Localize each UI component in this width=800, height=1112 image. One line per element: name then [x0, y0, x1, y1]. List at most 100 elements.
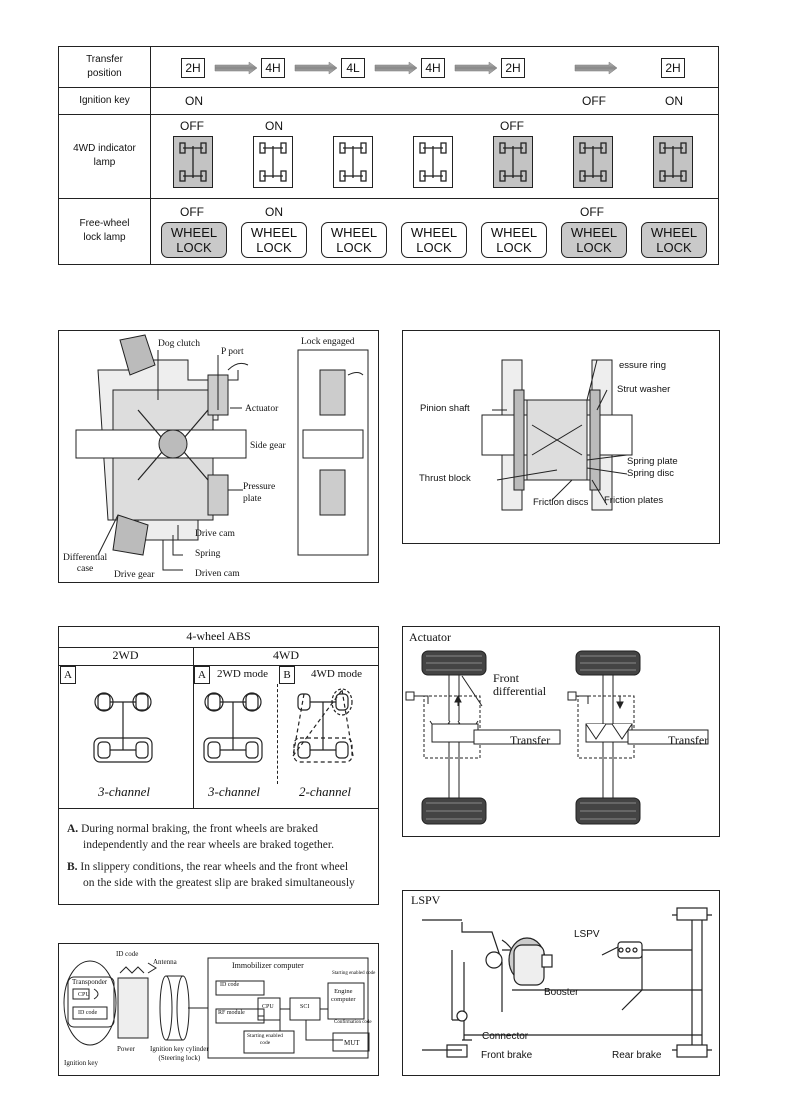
label-ignition-key: Ignition key: [64, 1059, 99, 1067]
abs-notes-divider: [59, 808, 378, 809]
lsd-diagram: [402, 330, 720, 544]
label-cpu-t: CPU: [78, 992, 90, 998]
position-box: 4L: [341, 58, 365, 78]
abs-header-row: [59, 647, 378, 666]
dog-clutch-drawing: [75, 334, 369, 571]
arrow-right-icon: [574, 61, 618, 75]
ignition-state: ON: [185, 94, 203, 108]
label-key-cylinder: Ignition key cylinder(Steering lock): [150, 1045, 209, 1062]
arrow-right-icon: [214, 61, 258, 75]
label-thrust-block: Thrust block: [419, 473, 471, 484]
label-transfer-left: Transfer: [510, 733, 551, 747]
label-connector: Connector: [482, 1031, 529, 1042]
label-booster: Booster: [544, 987, 579, 998]
arrow-right-icon: [294, 61, 338, 75]
note-line: During normal braking, the front wheels …: [81, 823, 319, 835]
immobilizer-drawing: [63, 957, 370, 1059]
label-cpu-c: CPU: [262, 1004, 274, 1010]
label-dog-clutch: Dog clutch: [158, 339, 200, 349]
label-confirm-code: Confirmation code: [334, 1020, 372, 1025]
label-sci: SCI: [300, 1004, 310, 1010]
abs-note-a: A. During normal braking, the front whee…: [67, 821, 372, 853]
abs-panel-b-box: B: [279, 666, 295, 684]
abs-mode-2wd: 2WD mode: [217, 668, 269, 680]
label-lspv: LSPV: [574, 929, 600, 940]
abs-diagram: [58, 626, 379, 905]
label-friction-discs: Friction discs: [533, 497, 589, 508]
label-front-brake: Front brake: [481, 1050, 533, 1061]
label-spring-plate: Spring plate: [627, 456, 678, 467]
label-actuator-fd: Actuator: [409, 630, 451, 644]
position-box: 2H: [661, 58, 685, 78]
col-divider: [150, 47, 151, 264]
lamp-chassis-glyphs: [179, 142, 687, 182]
label: Transfer position: [86, 54, 123, 79]
abs-col-divider: [193, 647, 194, 808]
note-key: B.: [67, 861, 78, 873]
label-immob-computer: Immobilizer computer: [232, 961, 304, 970]
label-id-code-t: ID code: [78, 1010, 98, 1016]
label: 4WD indicator lamp: [73, 143, 136, 168]
ignition-state: ON: [665, 94, 683, 108]
lspv-diagram: [402, 890, 720, 1076]
freewheel-state: OFF: [580, 205, 604, 219]
label-start-code: Starting enabled code: [332, 971, 376, 976]
row-label-transfer: Transfer position: [59, 47, 150, 87]
shift-arrows: [214, 61, 618, 75]
abs-panel-a-box: A: [194, 666, 210, 684]
label-lock-engaged: Lock engaged: [301, 337, 355, 347]
dog-clutch-diagram: [58, 330, 379, 583]
row-label-ignition: Ignition key: [59, 87, 150, 114]
row-label-indicator: 4WD indicator lamp: [59, 114, 150, 198]
label-side-gear: Side gear: [250, 441, 286, 451]
arrow-right-icon: [374, 61, 418, 75]
label: Ignition key: [79, 94, 130, 106]
note-line: on the side with the greatest slip are b…: [83, 877, 355, 889]
indicator-state: OFF: [180, 119, 204, 133]
position-box: 2H: [181, 58, 205, 78]
label-friction-plates: Friction plates: [604, 495, 664, 506]
label: Free-wheel lock lamp: [79, 218, 130, 243]
front-diff-diagram: [402, 626, 720, 837]
position-box: 2H: [501, 58, 525, 78]
label-p-port: P port: [221, 347, 244, 357]
abs-chassis-drawings: [93, 688, 354, 763]
transfer-table: Transfer position Ignition key 4WD indic…: [58, 46, 719, 265]
row-divider: [59, 87, 718, 88]
label-drive-cam: Drive cam: [195, 529, 235, 539]
abs-col-4wd: 4WD: [273, 648, 299, 662]
position-box: 4H: [261, 58, 285, 78]
abs-dash-divider: [277, 684, 278, 784]
label-strut-washer: Strut washer: [617, 384, 671, 395]
label-pressure-ring: essure ring: [619, 360, 666, 371]
abs-channel-label: 2-channel: [299, 784, 351, 799]
indicator-state: ON: [265, 119, 283, 133]
abs-title-row: [59, 627, 378, 648]
abs-channel-label: 3-channel: [208, 784, 260, 799]
label-id-code-top: ID code: [116, 950, 139, 958]
indicator-state: OFF: [500, 119, 524, 133]
note-key: A.: [67, 823, 79, 835]
abs-col-2wd: 2WD: [112, 648, 139, 662]
label-spring: Spring: [195, 549, 221, 559]
label-driven-cam: Driven cam: [195, 569, 240, 579]
freewheel-state: ON: [265, 205, 283, 219]
ignition-state: OFF: [582, 94, 606, 108]
label-transponder: Transponder: [72, 978, 108, 986]
